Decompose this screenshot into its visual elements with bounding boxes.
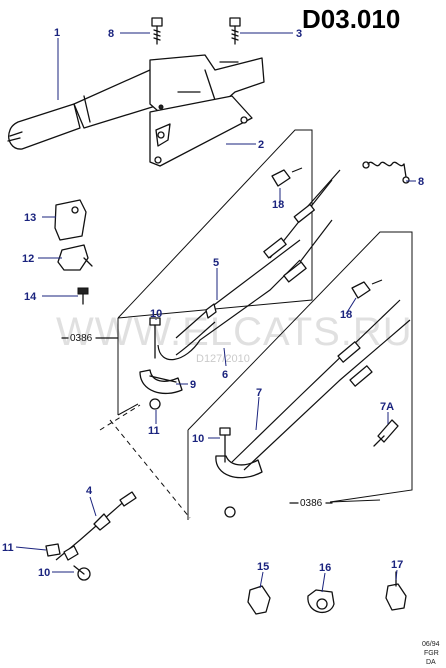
panel-a-frame: [117, 129, 313, 319]
switch-13[interactable]: [54, 199, 87, 241]
cable-6[interactable]: [157, 219, 333, 361]
screw-14[interactable]: [77, 287, 89, 305]
diagram-code: D03.010: [302, 4, 400, 34]
callout-7a: 7A: [380, 401, 394, 413]
callout-18-a: 18: [272, 199, 284, 211]
callout-16: 16: [319, 562, 331, 574]
bolt-10-lower[interactable]: [73, 565, 91, 581]
callout-9: 9: [190, 379, 196, 391]
callout-6: 6: [222, 369, 228, 381]
stamp-market: FGR: [424, 650, 439, 657]
cable-7[interactable]: [231, 299, 411, 471]
clip-15[interactable]: [247, 585, 271, 615]
clip-17[interactable]: [385, 571, 407, 611]
callout-14: 14: [24, 291, 37, 303]
equalizer-plate[interactable]: [139, 369, 183, 394]
callout-1: 1: [54, 27, 60, 39]
callout-10-c: 10: [38, 567, 50, 579]
ref-0386-right: 0386: [300, 498, 323, 509]
lever-base-plate[interactable]: [149, 95, 253, 167]
callout-10-a: 10: [150, 308, 162, 320]
panel-b-frame: [187, 231, 413, 503]
bolt-8-top[interactable]: [151, 17, 163, 45]
callout-11-a: 11: [148, 425, 160, 437]
ref-0386-left: 0386: [70, 333, 93, 344]
front-cable-4[interactable]: [55, 491, 137, 561]
watermark-sub: D127/2010: [196, 353, 250, 365]
callout-8-spring: 8: [418, 176, 424, 188]
callout-15: 15: [257, 561, 269, 573]
dashed-guide: [99, 404, 191, 519]
bolt-3-top[interactable]: [229, 17, 241, 45]
equalizer-plate-b[interactable]: [215, 455, 263, 479]
bolt-7a[interactable]: [373, 419, 399, 447]
callout-3: 3: [296, 28, 302, 40]
clip-16[interactable]: [307, 589, 335, 614]
cable-end-18-b[interactable]: [351, 279, 383, 299]
cable-end-18-a[interactable]: [271, 167, 341, 223]
clip-11-panel-a[interactable]: [149, 398, 161, 410]
leader-lines: [15, 32, 416, 593]
callout-2: 2: [258, 139, 264, 151]
clip-11-lower[interactable]: [45, 543, 61, 557]
stamp-lang: DA: [426, 659, 436, 666]
tension-spring[interactable]: [362, 161, 410, 184]
bolt-10-panel-b[interactable]: [219, 427, 231, 463]
callout-10-b: 10: [192, 433, 204, 445]
bracket-12[interactable]: [57, 244, 93, 271]
callouts: 1 8 3 2 8 13 12 14 18 5 10 6 9 11 18 7 7…: [2, 27, 424, 579]
callout-5: 5: [213, 257, 219, 269]
callout-4: 4: [86, 485, 93, 497]
handbrake-lever[interactable]: [7, 54, 265, 150]
clip-panel-b[interactable]: [224, 506, 236, 518]
callout-7: 7: [256, 387, 262, 399]
stamp-date: 06/94: [422, 641, 440, 648]
callout-8-top: 8: [108, 28, 114, 40]
callout-13: 13: [24, 212, 36, 224]
callout-17: 17: [391, 559, 403, 571]
callout-11-b: 11: [2, 542, 14, 554]
bolt-10-panel-a[interactable]: [149, 317, 161, 359]
callout-18-b: 18: [340, 309, 352, 321]
callout-12: 12: [22, 253, 34, 265]
